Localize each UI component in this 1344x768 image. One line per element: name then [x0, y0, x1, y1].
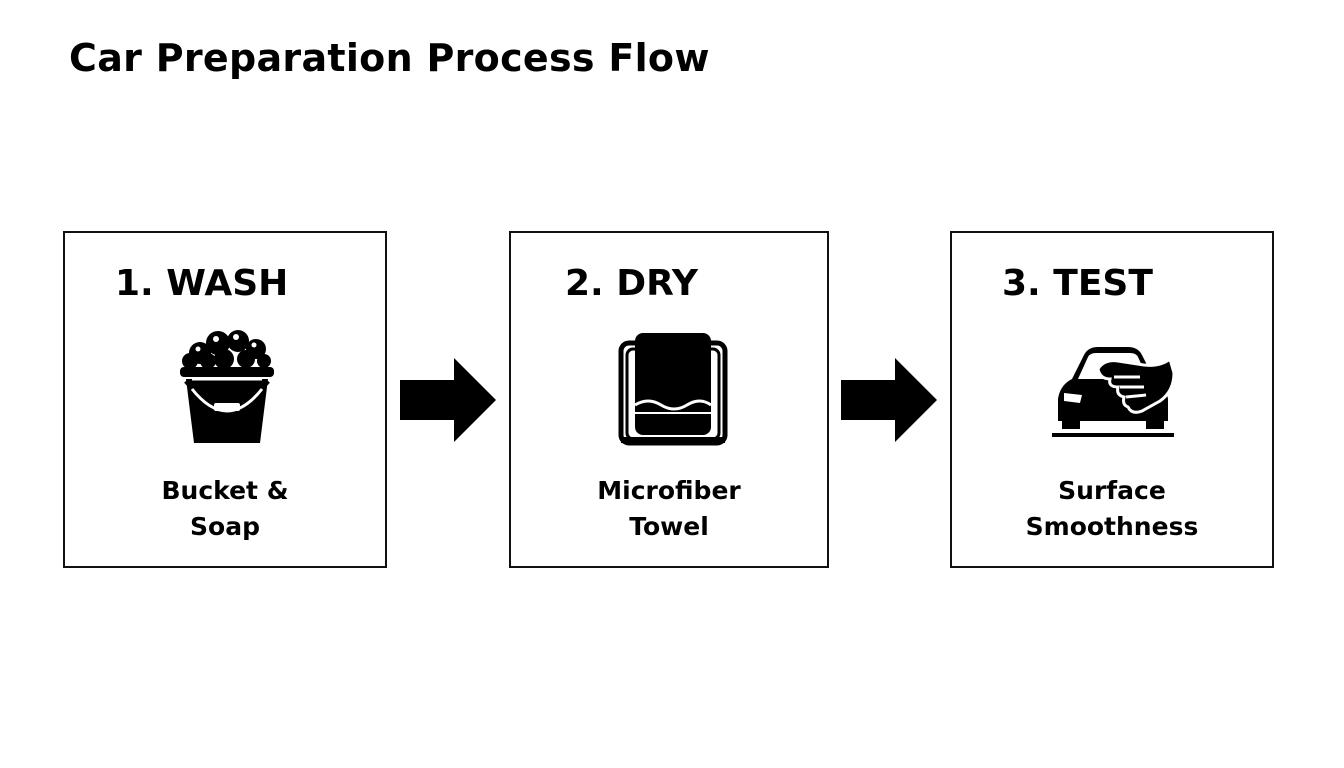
step-wash-box: 1. WASH [63, 231, 387, 568]
step-caption: Bucket & Soap [65, 473, 385, 545]
step-dry-box: 2. DRY Microfiber Towel [509, 231, 829, 568]
diagram-title: Car Preparation Process Flow [69, 36, 710, 80]
towel-icon [611, 329, 741, 449]
caption-line: Towel [629, 512, 709, 541]
bucket-soap-icon [162, 329, 292, 449]
caption-line: Smoothness [1025, 512, 1199, 541]
car-hand-icon [1048, 329, 1178, 449]
caption-line: Microfiber [597, 476, 741, 505]
caption-line: Bucket & [161, 476, 289, 505]
step-title: 2. DRY [565, 263, 698, 304]
caption-line: Surface [1058, 476, 1166, 505]
step-caption: Microfiber Towel [511, 473, 827, 545]
step-test-box: 3. TEST Surface [950, 231, 1274, 568]
step-caption: Surface Smoothness [952, 473, 1272, 545]
flow-arrow-2 [841, 358, 937, 442]
step-title: 1. WASH [115, 263, 289, 304]
flow-arrow-1 [400, 358, 496, 442]
step-title: 3. TEST [1002, 263, 1153, 304]
caption-line: Soap [190, 512, 260, 541]
